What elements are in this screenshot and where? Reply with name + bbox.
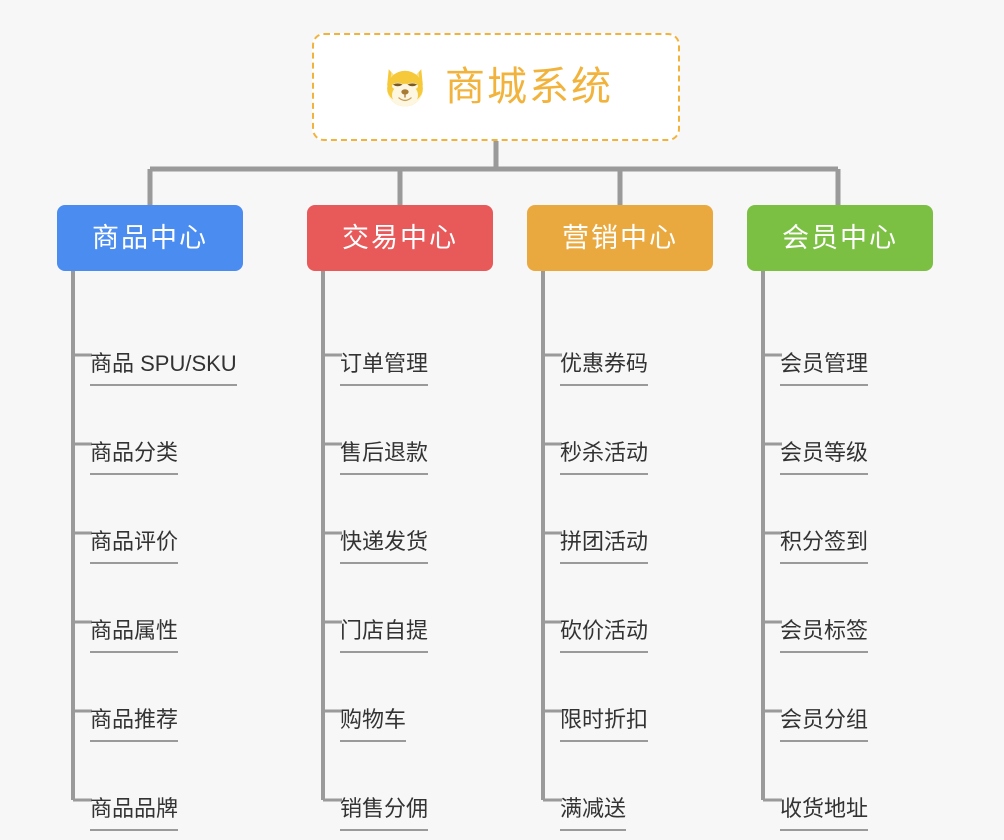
category-box-1[interactable]: 交易中心 bbox=[307, 205, 493, 271]
leaf-item[interactable]: 会员分组 bbox=[747, 653, 933, 742]
category-box-3[interactable]: 会员中心 bbox=[747, 205, 933, 271]
leaf-item[interactable]: 售后退款 bbox=[307, 386, 493, 475]
leaf-item[interactable]: 商品 SPU/SKU bbox=[57, 297, 243, 386]
leaf-label: 优惠券码 bbox=[560, 353, 649, 386]
leaf-item[interactable]: 优惠券码 bbox=[527, 297, 713, 386]
leaf-item[interactable]: 订单管理 bbox=[307, 297, 493, 386]
category-box-0[interactable]: 商品中心 bbox=[57, 205, 243, 271]
leaf-item[interactable]: 购物车 bbox=[307, 653, 493, 742]
leaf-label: 砍价活动 bbox=[560, 620, 649, 653]
leaf-label: 拼团活动 bbox=[560, 531, 649, 564]
category-label-0: 商品中心 bbox=[92, 222, 208, 253]
leaf-label: 商品评价 bbox=[90, 531, 179, 564]
category-label-3: 会员中心 bbox=[782, 222, 898, 253]
leaf-list-1: 订单管理 售后退款 快递发货 门店自提 购物车 销售分佣 bbox=[307, 271, 493, 831]
root-node[interactable]: 商城系统 bbox=[312, 33, 680, 141]
leaf-label: 收货地址 bbox=[780, 798, 869, 831]
leaf-list-2: 优惠券码 秒杀活动 拼团活动 砍价活动 限时折扣 满减送 bbox=[527, 271, 713, 831]
leaf-label: 商品分类 bbox=[90, 442, 179, 475]
leaf-label: 积分签到 bbox=[780, 531, 869, 564]
leaf-label: 会员管理 bbox=[780, 353, 869, 386]
leaf-item[interactable]: 限时折扣 bbox=[527, 653, 713, 742]
leaf-item[interactable]: 拼团活动 bbox=[527, 475, 713, 564]
leaf-label: 售后退款 bbox=[340, 442, 429, 475]
category-box-2[interactable]: 营销中心 bbox=[527, 205, 713, 271]
leaf-item[interactable]: 收货地址 bbox=[747, 742, 933, 831]
leaf-label: 商品推荐 bbox=[90, 709, 179, 742]
leaf-list-0: 商品 SPU/SKU 商品分类 商品评价 商品属性 商品推荐 商品品牌 bbox=[57, 271, 243, 831]
leaf-item[interactable]: 会员管理 bbox=[747, 297, 933, 386]
leaf-item[interactable]: 快递发货 bbox=[307, 475, 493, 564]
category-column-3: 会员中心 会员管理 会员等级 积分签到 会员标签 会员分组 收货地址 bbox=[747, 205, 933, 831]
leaf-item[interactable]: 门店自提 bbox=[307, 564, 493, 653]
leaf-list-3: 会员管理 会员等级 积分签到 会员标签 会员分组 收货地址 bbox=[747, 271, 933, 831]
leaf-item[interactable]: 秒杀活动 bbox=[527, 386, 713, 475]
category-label-1: 交易中心 bbox=[342, 222, 458, 253]
leaf-item[interactable]: 商品推荐 bbox=[57, 653, 243, 742]
root-title: 商城系统 bbox=[445, 65, 613, 109]
category-label-2: 营销中心 bbox=[562, 222, 678, 253]
leaf-item[interactable]: 砍价活动 bbox=[527, 564, 713, 653]
category-column-0: 商品中心 商品 SPU/SKU 商品分类 商品评价 商品属性 商品推荐 商品品牌 bbox=[57, 205, 243, 831]
leaf-item[interactable]: 积分签到 bbox=[747, 475, 933, 564]
leaf-label: 满减送 bbox=[560, 798, 627, 831]
leaf-label: 会员标签 bbox=[780, 620, 869, 653]
leaf-label: 订单管理 bbox=[340, 353, 429, 386]
leaf-label: 快递发货 bbox=[340, 531, 429, 564]
leaf-item[interactable]: 商品分类 bbox=[57, 386, 243, 475]
leaf-label: 商品属性 bbox=[90, 620, 179, 653]
category-column-1: 交易中心 订单管理 售后退款 快递发货 门店自提 购物车 销售分佣 bbox=[307, 205, 493, 831]
leaf-item[interactable]: 会员标签 bbox=[747, 564, 933, 653]
leaf-label: 会员等级 bbox=[780, 442, 869, 475]
leaf-label: 门店自提 bbox=[340, 620, 429, 653]
shiba-dog-icon bbox=[387, 69, 423, 107]
leaf-label: 会员分组 bbox=[780, 709, 869, 742]
leaf-label: 销售分佣 bbox=[340, 798, 429, 831]
leaf-item[interactable]: 销售分佣 bbox=[307, 742, 493, 831]
leaf-label: 商品 SPU/SKU bbox=[90, 353, 237, 386]
leaf-label: 秒杀活动 bbox=[560, 442, 649, 475]
leaf-item[interactable]: 会员等级 bbox=[747, 386, 933, 475]
leaf-item[interactable]: 商品属性 bbox=[57, 564, 243, 653]
category-column-2: 营销中心 优惠券码 秒杀活动 拼团活动 砍价活动 限时折扣 满减送 bbox=[527, 205, 713, 831]
leaf-item[interactable]: 商品评价 bbox=[57, 475, 243, 564]
leaf-label: 购物车 bbox=[340, 709, 407, 742]
leaf-item[interactable]: 商品品牌 bbox=[57, 742, 243, 831]
leaf-label: 商品品牌 bbox=[90, 798, 179, 831]
leaf-label: 限时折扣 bbox=[560, 709, 649, 742]
leaf-item[interactable]: 满减送 bbox=[527, 742, 713, 831]
